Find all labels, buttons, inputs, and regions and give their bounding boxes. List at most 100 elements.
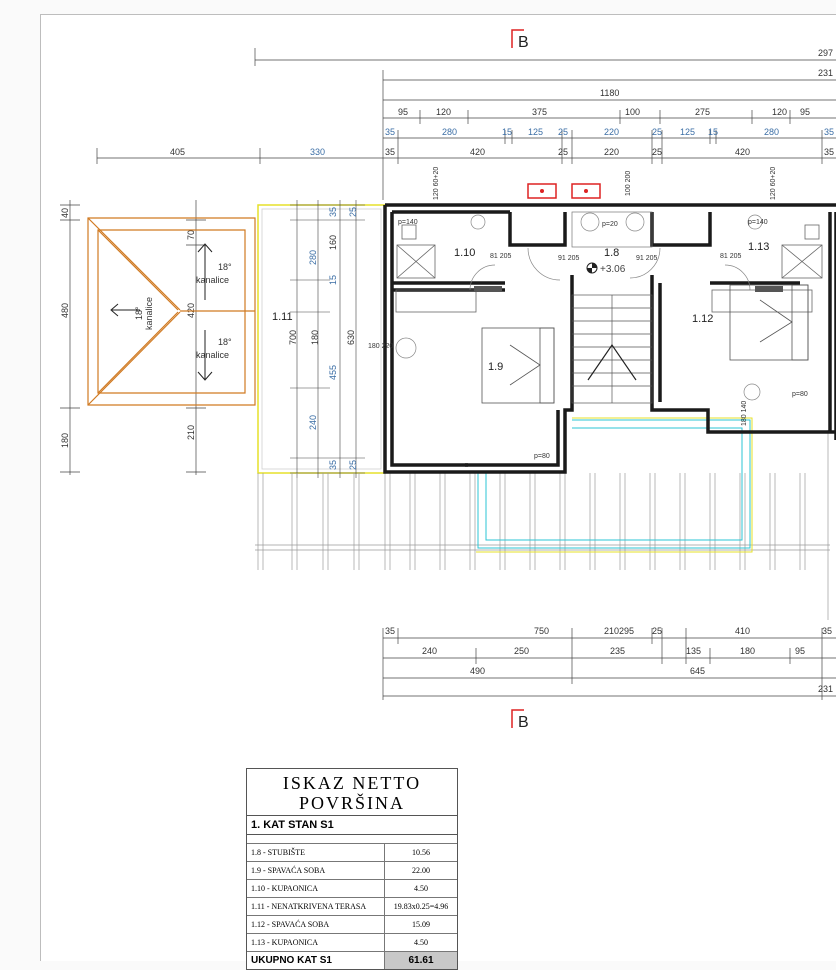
walls [383, 203, 836, 474]
level-marker [586, 262, 598, 274]
dim-25-c: 25 [558, 147, 568, 157]
dim-inner-630: 630 [346, 330, 356, 345]
dim-inner-280: 280 [308, 250, 318, 265]
row-value: 4.50 [414, 938, 428, 947]
section-mark-bottom: B [511, 709, 529, 731]
room-1-9-label: 1.9 [488, 361, 503, 373]
dim-35-a: 35 [385, 127, 395, 137]
dim-inner-160: 160 [328, 235, 338, 250]
dim-inner-455: 455 [328, 365, 338, 380]
dim-35-b: 35 [824, 127, 834, 137]
door-tag-1: 120 60+20 [433, 167, 440, 200]
dim-210: 210 [186, 425, 196, 440]
dim-b-35-a: 35 [385, 626, 395, 636]
table-gap [247, 835, 457, 844]
dim-330: 330 [310, 147, 325, 157]
dim-280-b: 280 [764, 127, 779, 137]
dim-inner-700: 700 [288, 330, 298, 345]
door-tag-2: 100 200 [625, 171, 632, 196]
dim-375: 375 [532, 107, 547, 117]
roof-outline [87, 217, 256, 406]
row-value: 22.00 [412, 866, 430, 875]
dim-275: 275 [695, 107, 710, 117]
dim-95-a: 95 [398, 107, 408, 117]
dim-280-a: 280 [442, 127, 457, 137]
dim-b-210295: 210295 [604, 626, 634, 636]
slope-label-bottom: 18° [218, 337, 232, 347]
radiator-left [474, 286, 502, 292]
radiator-right [755, 286, 783, 292]
dim-180-left: 180 [60, 433, 70, 448]
p20-label: p=20 [602, 221, 618, 228]
dim-1180: 1180 [600, 88, 619, 98]
dim-inner-180: 180 [310, 330, 320, 345]
level-label: +3.06 [600, 264, 626, 275]
slope-arrows [110, 243, 213, 381]
dim-15-b: 15 [708, 127, 718, 137]
dim-b-645: 645 [690, 666, 705, 676]
dim-125-a: 125 [528, 127, 543, 137]
dim-35-d: 35 [824, 147, 834, 157]
door-tag-6: 91 205 [558, 255, 580, 262]
dim-inner-25-bottom: 25 [348, 460, 358, 470]
area-table: ISKAZ NETTO POVRŠINA 1. KAT STAN S1 1.8 … [246, 768, 458, 970]
dim-b-250: 250 [514, 646, 529, 656]
total-label: UKUPNO KAT S1 [247, 952, 385, 969]
dim-70: 70 [186, 230, 196, 240]
door-tag-5: 81 205 [490, 253, 512, 260]
table-subtitle: 1. KAT STAN S1 [247, 816, 457, 835]
row-value: 4.50 [414, 884, 428, 893]
row-name: 1.13 - KUPAONICA [247, 934, 385, 951]
dim-b-231: 231 [818, 684, 833, 694]
dim-b-240: 240 [422, 646, 437, 656]
landing [571, 211, 653, 248]
row-name: 1.10 - KUPAONICA [247, 880, 385, 897]
dim-b-25: 25 [652, 626, 662, 636]
dim-420-b: 420 [735, 147, 750, 157]
row-name: 1.12 - SPAVAĆA SOBA [247, 916, 385, 933]
section-mark-top: B [511, 29, 529, 51]
dim-420-a: 420 [470, 147, 485, 157]
dim-120-b: 120 [772, 107, 787, 117]
table-title-line2: POVRŠINA [298, 793, 406, 813]
dimension-lines-bottom [382, 628, 836, 700]
terrace-edge-yellow [476, 417, 753, 553]
dim-125-b: 125 [680, 127, 695, 137]
room-1-11-label: 1.11 [272, 311, 293, 323]
dim-b-490: 490 [470, 666, 485, 676]
door-tag-7: 91 205 [636, 255, 658, 262]
door-tag-4: 180 220 [368, 343, 393, 350]
dim-405: 405 [170, 147, 185, 157]
dim-35-c: 35 [385, 147, 395, 157]
dim-40: 40 [60, 208, 70, 218]
row-name: 1.11 - NENATKRIVENA TERASA [247, 898, 385, 915]
beds [481, 284, 809, 404]
kanalice-label-top: kanalice [196, 275, 229, 285]
dimension-lines-top [96, 48, 836, 200]
door-tag-3: 120 60+20 [770, 167, 777, 200]
door-tag-8: 81 205 [720, 253, 742, 260]
dim-15-a: 15 [502, 127, 512, 137]
slope-label-left: 18° [134, 306, 144, 320]
row-name: 1.9 - SPAVAĆA SOBA [247, 862, 385, 879]
dim-95-b: 95 [800, 107, 810, 117]
dim-inner-35-bottom: 35 [328, 460, 338, 470]
room-1-10-label: 1.10 [454, 247, 475, 259]
dim-220-b: 220 [604, 147, 619, 157]
dim-100: 100 [625, 107, 640, 117]
table-row: 1.10 - KUPAONICA 4.50 [247, 880, 457, 898]
room-1-8-label: 1.8 [604, 247, 619, 259]
dim-120-a: 120 [436, 107, 451, 117]
row-value: 10.56 [412, 848, 430, 857]
dim-b-95: 95 [795, 646, 805, 656]
staircase [571, 294, 653, 404]
total-value: 61.61 [385, 952, 457, 969]
dim-231-top: 231 [818, 68, 833, 78]
section-label-top: B [518, 34, 529, 51]
dim-inner-15: 15 [328, 275, 338, 285]
